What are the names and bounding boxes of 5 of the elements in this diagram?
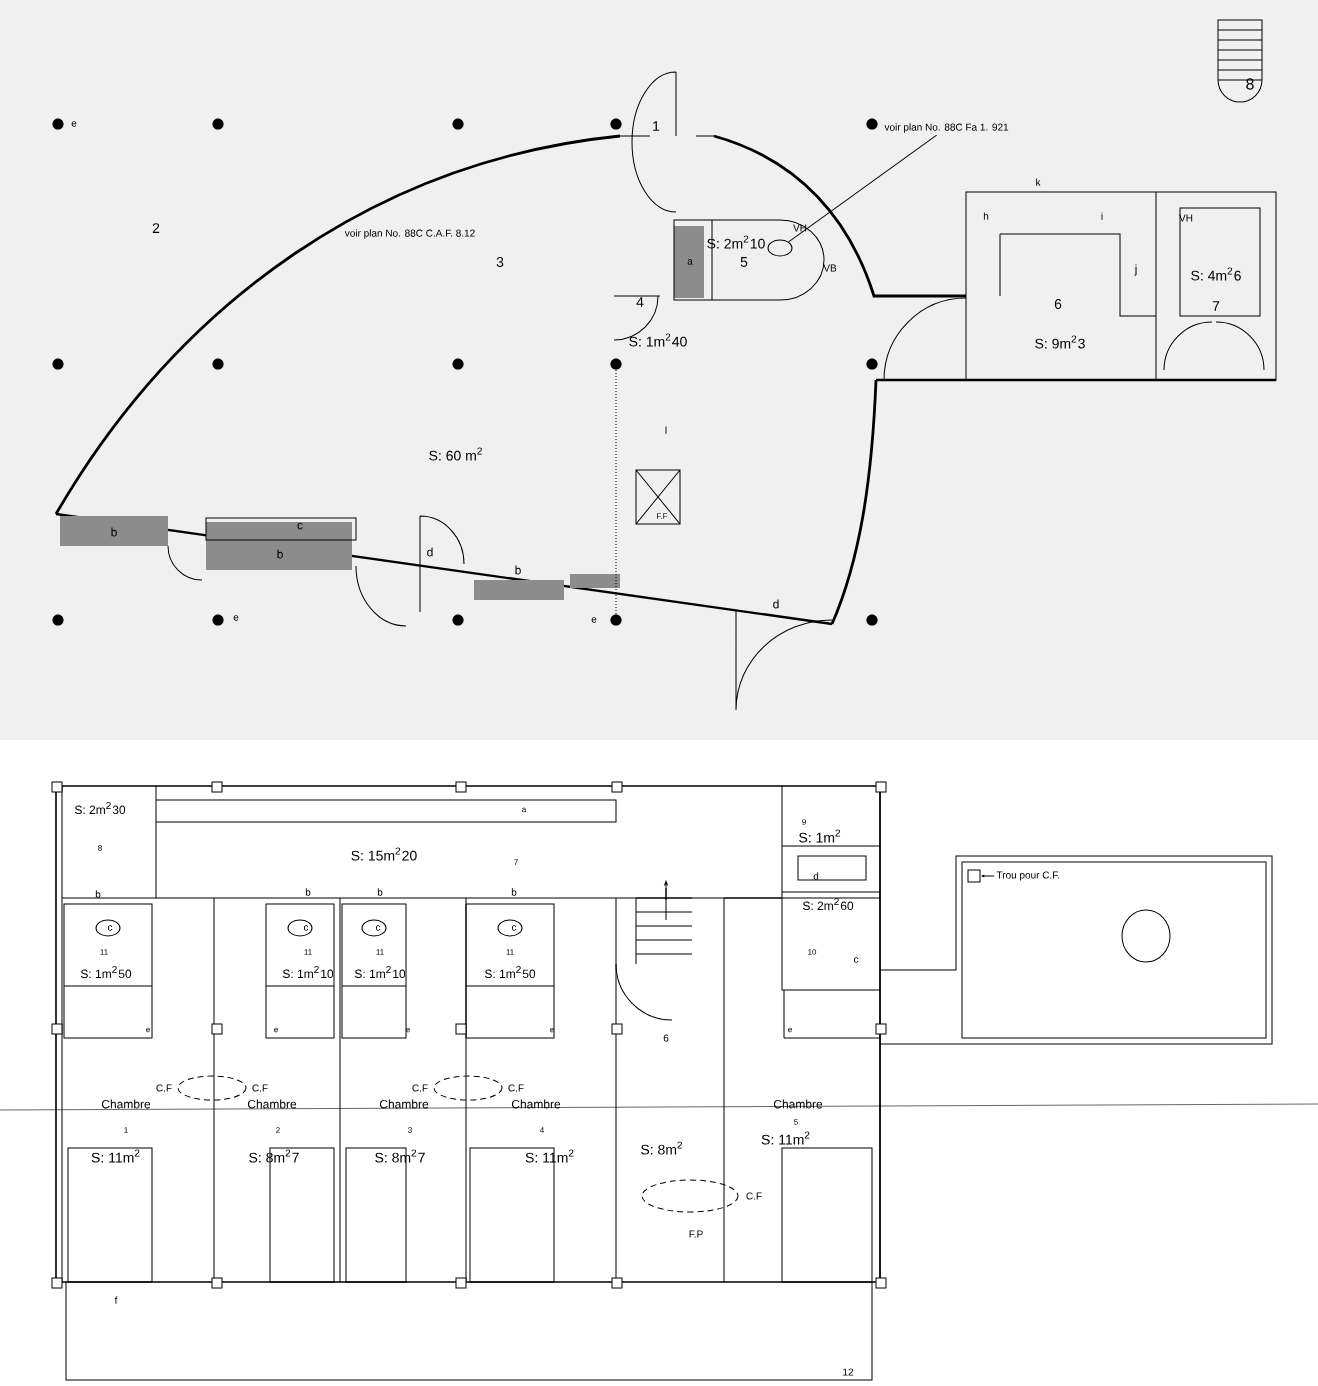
hole-box [967,869,981,883]
leader-line [788,134,938,243]
leader-line [981,874,995,878]
room-number: 8 [1246,78,1254,90]
toilet-icon [767,239,793,257]
